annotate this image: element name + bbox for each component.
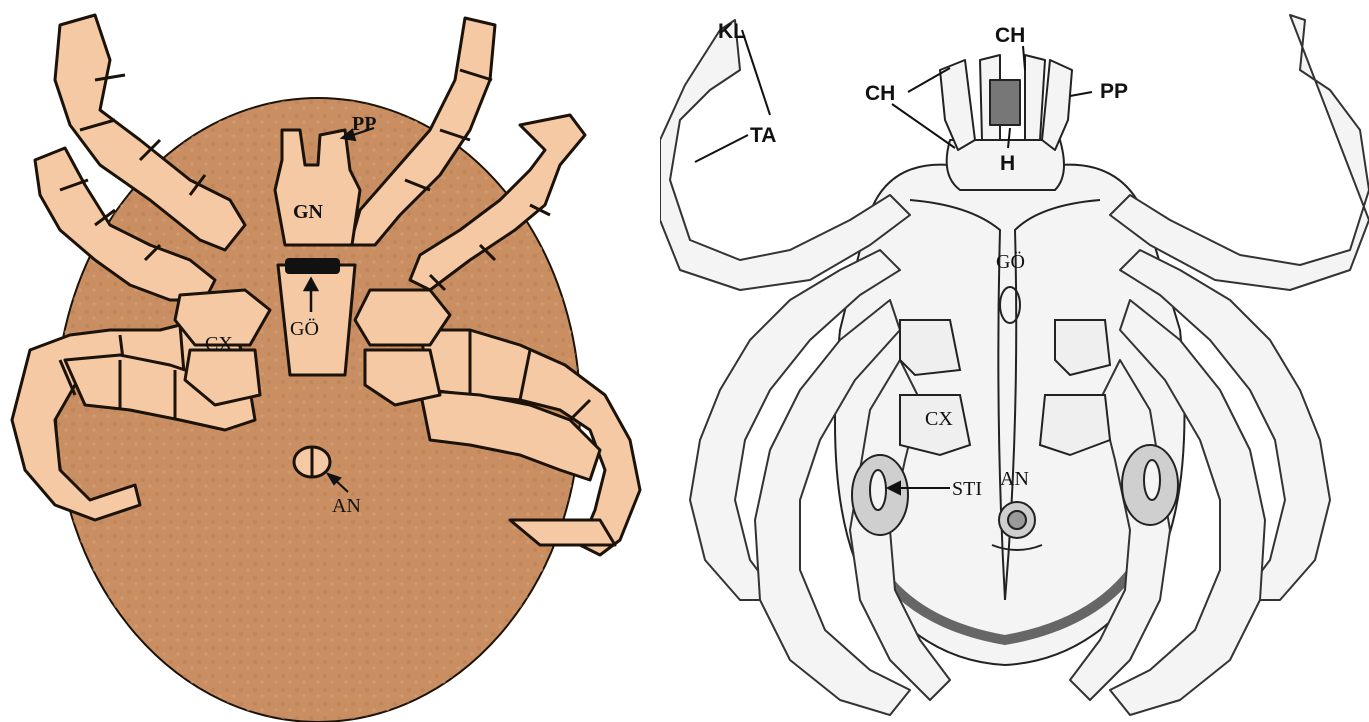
right-label-ch-left: CH (865, 82, 895, 105)
right-figure: KL TA CH CH PP H GÖ CX STI AN (660, 0, 1369, 722)
right-label-h: H (1000, 152, 1015, 175)
right-label-sti: STI (952, 478, 982, 500)
right-label-cx: CX (925, 408, 953, 430)
right-label-ta: TA (750, 124, 776, 147)
left-label-pp: PP (352, 113, 376, 135)
right-label-an: AN (1000, 468, 1029, 490)
left-figure: PP GN GÖ CX AN (0, 0, 660, 722)
left-genital-pore-mark (285, 258, 340, 274)
left-label-go: GÖ (290, 317, 319, 340)
right-label-pp: PP (1100, 80, 1128, 103)
left-label-gn: GN (293, 201, 324, 223)
right-tick-illustration: KL TA CH CH PP H GÖ CX STI AN (660, 0, 1369, 722)
left-anus (294, 447, 330, 477)
left-label-cx: CX (205, 333, 233, 355)
right-label-go: GÖ (996, 250, 1025, 273)
right-label-ch-top: CH (995, 24, 1025, 47)
left-tick-illustration: PP GN GÖ CX AN (0, 0, 660, 722)
right-label-kl: KL (718, 20, 746, 43)
left-label-an: AN (332, 495, 361, 517)
